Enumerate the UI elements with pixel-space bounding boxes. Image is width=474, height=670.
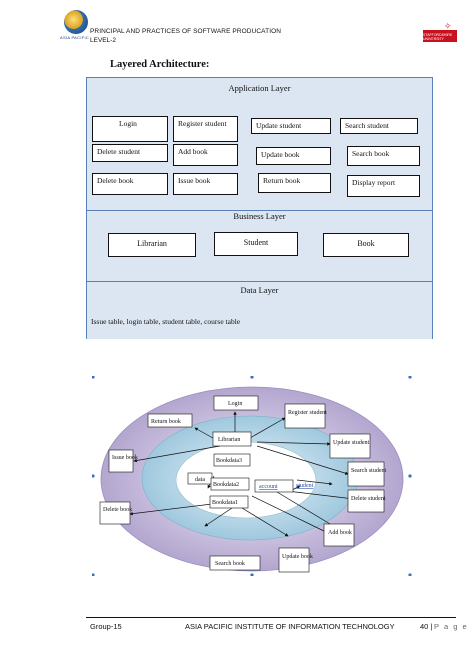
logo-text: ASIA PACIFIC [60,35,90,40]
footer-institute: ASIA PACIFIC INSTITUTE OF INFORMATION TE… [185,622,395,631]
label-register-student: Register student [288,410,327,416]
layered-architecture: Application Layer Login Register student… [86,77,433,339]
university-crest-icon: ✧ [444,21,452,31]
label-issue-book: Issue book [112,455,138,461]
label-add-book: Add book [328,530,352,536]
app-box-login: Login [92,116,168,142]
business-layer-title: Business Layer [233,211,286,221]
university-logo: STAFFORDSHIRE UNIVERSITY [423,30,457,42]
data-layer-text: Issue table, login table, student table,… [91,317,241,326]
app-box-search-student: Search student [340,118,418,134]
footer-divider [86,617,456,618]
label-return-book: Return book [151,419,181,425]
app-box-return-book: Return book [258,173,331,193]
label-account: account [259,484,278,490]
footer-page-label: P a g e [434,622,469,631]
header-title: PRINCIPAL AND PRACTICES OF SOFTWARE PROD… [90,28,282,35]
application-layer: Application Layer Login Register student… [87,78,432,211]
institute-logo [64,10,88,34]
app-box-register-student: Register student [173,116,238,142]
label-delete-book: Delete book [103,507,132,513]
label-delete-student: Delete student [351,496,386,502]
section-title: Layered Architecture: [110,59,210,70]
connection-arrows [129,411,355,537]
label-student: student [296,483,314,489]
footer-page-number: 40 | [420,622,433,631]
app-box-delete-book: Delete book [92,173,168,195]
header-level: LEVEL-2 [90,37,117,44]
app-box-update-student: Update student [251,118,331,134]
application-layer-title: Application Layer [228,83,291,93]
data-layer: Data Layer Issue table, login table, stu… [87,282,432,339]
label-bookdata3: Bookdata3 [216,458,242,464]
business-layer: Business Layer Librarian Student Book [87,211,432,282]
label-bookdata1: Bookdata1 [212,500,238,506]
label-librarian: Librarian [218,437,240,443]
data-layer-title: Data Layer [240,285,279,295]
biz-box-student: Student [214,232,298,256]
app-box-display-report: Display report [347,175,420,197]
footer-group: Group-15 [90,622,122,631]
diagram-labels: Login Register student Return book Libra… [99,395,386,573]
label-data: data [195,477,205,483]
biz-box-book: Book [323,233,409,257]
app-box-update-book: Update book [256,147,331,165]
label-update-book: Update book [282,554,313,560]
biz-box-librarian: Librarian [108,233,196,257]
label-bookdata2: Bookdata2 [213,482,239,488]
label-search-student: Search student [351,468,386,474]
app-box-issue-book: Issue book [173,173,238,195]
selection-handles [92,376,412,576]
label-search-book: Search book [215,561,245,567]
label-update-student: Update student [333,440,369,446]
label-login: Login [228,401,242,407]
architecture-ellipse-diagram: Login Register student Return book Libra… [92,376,412,576]
app-box-delete-student: Delete student [92,144,168,162]
app-box-add-book: Add book [173,144,238,166]
app-box-search-book: Search book [347,146,420,166]
